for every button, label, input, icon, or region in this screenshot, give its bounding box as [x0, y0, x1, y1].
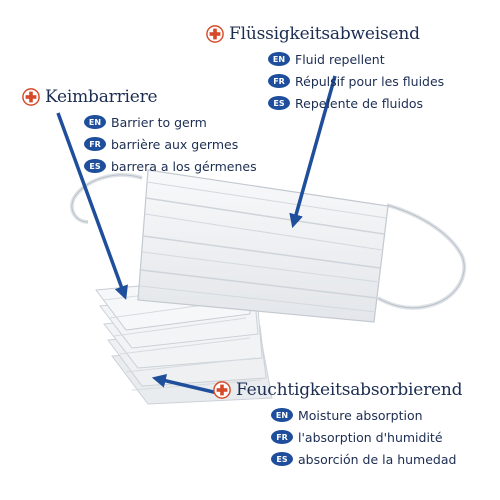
lang-badge-es: ES — [268, 96, 290, 110]
germ-barrier-group: Keimbarriere EN Barrier to germ FR barri… — [22, 87, 257, 177]
fluid-text-fr: Répulsif pour les fluides — [295, 73, 445, 89]
fluid-text-en: Fluid repellent — [295, 51, 385, 67]
moisture-line-en: EN Moisture absorption — [271, 404, 462, 426]
arrow-fluid-icon — [289, 75, 337, 229]
fluid-heading-text: Flüssigkeitsabweisend — [229, 24, 420, 44]
fluid-line-fr: FR Répulsif pour les fluides — [268, 70, 444, 92]
moisture-line-fr: FR l'absorption d'humidité — [271, 426, 462, 448]
moisture-heading-text: Feuchtigkeitsabsorbierend — [236, 380, 463, 400]
lang-badge-es: ES — [84, 159, 106, 173]
moisture-text-fr: l'absorption d'humidité — [298, 429, 443, 445]
fluid-line-en: EN Fluid repellent — [268, 48, 444, 70]
lang-badge-en: EN — [268, 52, 290, 66]
lang-badge-fr: FR — [271, 430, 293, 444]
red-cross-icon — [213, 381, 231, 399]
fluid-line-es: ES Repelente de fluidos — [268, 92, 444, 114]
upright-mask — [137, 169, 389, 323]
moisture-absorption-group: Feuchtigkeitsabsorbierend EN Moisture ab… — [213, 380, 463, 470]
moisture-text-en: Moisture absorption — [298, 407, 423, 423]
fluid-heading: Flüssigkeitsabweisend — [206, 24, 444, 44]
ear-loops — [69, 173, 467, 310]
red-cross-icon — [22, 88, 40, 106]
germ-line-es: ES barrera a los gérmenes — [84, 155, 257, 177]
germ-line-en: EN Barrier to germ — [84, 111, 257, 133]
germ-text-en: Barrier to germ — [111, 114, 207, 130]
germ-heading: Keimbarriere — [22, 87, 257, 107]
moisture-line-es: ES absorción de la humedad — [271, 448, 462, 470]
moisture-heading: Feuchtigkeitsabsorbierend — [213, 380, 463, 400]
lang-badge-es: ES — [271, 452, 293, 466]
arrow-moisture-icon — [151, 373, 223, 396]
fluid-repellent-group: Flüssigkeitsabweisend EN Fluid repellent… — [206, 24, 444, 114]
germ-text-es: barrera a los gérmenes — [111, 158, 257, 174]
arrow-germ-icon — [56, 112, 128, 300]
lang-badge-fr: FR — [84, 137, 106, 151]
germ-text-fr: barrière aux germes — [111, 136, 239, 152]
germ-heading-text: Keimbarriere — [45, 87, 158, 107]
lang-badge-en: EN — [84, 115, 106, 129]
lang-badge-fr: FR — [268, 74, 290, 88]
lang-badge-en: EN — [271, 408, 293, 422]
moisture-text-es: absorción de la humedad — [298, 451, 457, 467]
red-cross-icon — [206, 25, 224, 43]
germ-line-fr: FR barrière aux germes — [84, 133, 257, 155]
fluid-text-es: Repelente de fluidos — [295, 95, 424, 111]
